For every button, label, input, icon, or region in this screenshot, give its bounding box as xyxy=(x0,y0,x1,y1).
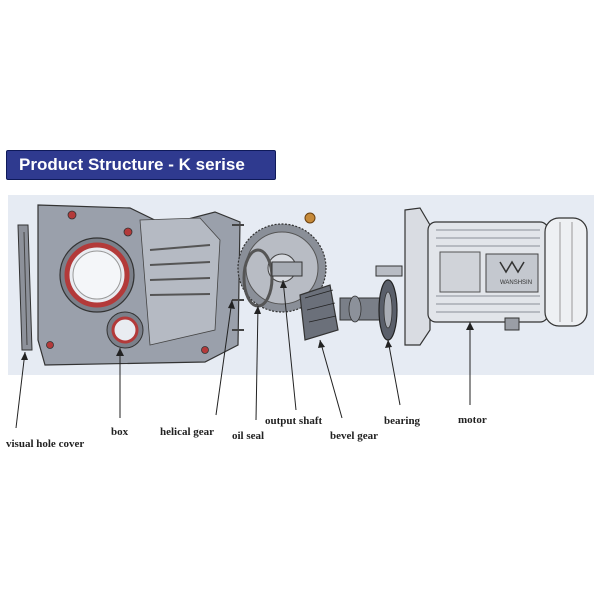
label-bearing: bearing xyxy=(384,415,421,427)
leader-arrowheads xyxy=(21,280,474,360)
leader-output-shaft xyxy=(282,279,297,411)
plug-part xyxy=(304,212,316,224)
leader-lines xyxy=(15,279,471,429)
bearing-part xyxy=(378,279,398,341)
label-box: box xyxy=(111,426,129,438)
pinion-shaft-part xyxy=(339,295,383,323)
bevel-gear-part xyxy=(299,284,339,341)
label-bevel-gear: bevel gear xyxy=(330,430,378,442)
label-motor: motor xyxy=(458,414,487,426)
section-title: Product Structure - K serise xyxy=(6,150,276,180)
leader-visual-hole-cover xyxy=(15,351,26,429)
visual-hole-cover-part xyxy=(17,224,33,351)
leader-bevel-gear xyxy=(319,339,343,419)
label-helical-gear: helical gear xyxy=(160,426,215,438)
output-shaft-part xyxy=(271,261,303,277)
leader-bearing xyxy=(387,339,401,406)
label-output-shaft: output shaft xyxy=(265,415,323,427)
gearbox-box-part xyxy=(37,204,244,366)
label-visual-hole-cover: visual hole cover xyxy=(6,438,85,450)
motor-brand-plate: WANSHSIN xyxy=(500,280,532,286)
leader-helical-gear xyxy=(215,299,233,416)
motor-part xyxy=(375,207,588,346)
label-oil-seal: oil seal xyxy=(232,430,265,442)
leader-oil-seal xyxy=(255,305,259,421)
